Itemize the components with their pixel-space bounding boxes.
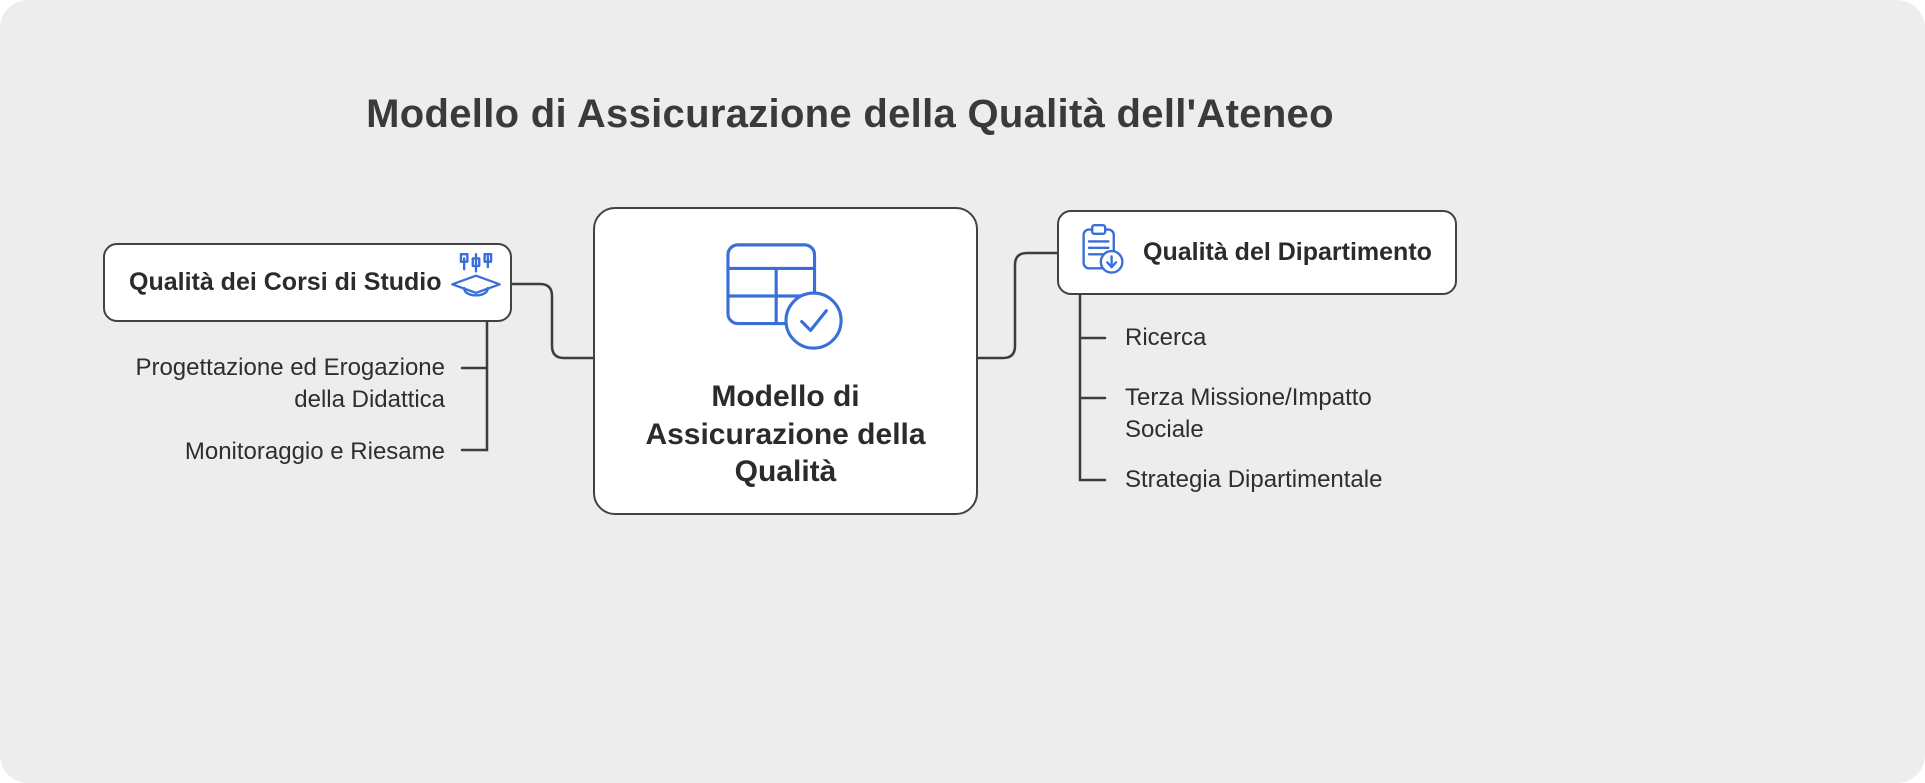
node-modello-assicurazione-qualita: Modello di Assicurazione della Qualità: [593, 207, 978, 515]
connector-right-branch-spine: [1078, 293, 1107, 482]
node-left-label: Qualità dei Corsi di Studio: [129, 268, 442, 296]
node-qualita-del-dipartimento: Qualità del Dipartimento: [1057, 210, 1457, 295]
sub-item-terza-missione: Terza Missione/Impatto Sociale: [1125, 384, 1372, 443]
sub-item-monitoraggio-riesame: Monitoraggio e Riesame: [184, 438, 445, 465]
clipboard-download-icon: [1075, 222, 1131, 283]
node-right-label: Qualità del Dipartimento: [1143, 238, 1432, 266]
sub-item-progettazione-erogazione: Progettazione ed Erogazione della Didatt…: [135, 354, 445, 413]
graduation-cap-icon: [448, 252, 504, 313]
node-qualita-corsi-di-studio: Qualità dei Corsi di Studio: [103, 243, 512, 322]
table-check-icon: [722, 237, 850, 360]
sub-item-ricerca: Ricerca: [1125, 324, 1207, 351]
diagram-title: Modello di Assicurazione della Qualità d…: [366, 92, 1334, 136]
connector-left-to-center: [510, 282, 595, 360]
connector-center-to-right: [976, 251, 1059, 360]
node-center-label: Modello di Assicurazione della Qualità: [645, 380, 926, 488]
sub-item-strategia-dipartimentale: Strategia Dipartimentale: [1125, 466, 1383, 493]
connector-left-branch-spine: [460, 320, 489, 452]
